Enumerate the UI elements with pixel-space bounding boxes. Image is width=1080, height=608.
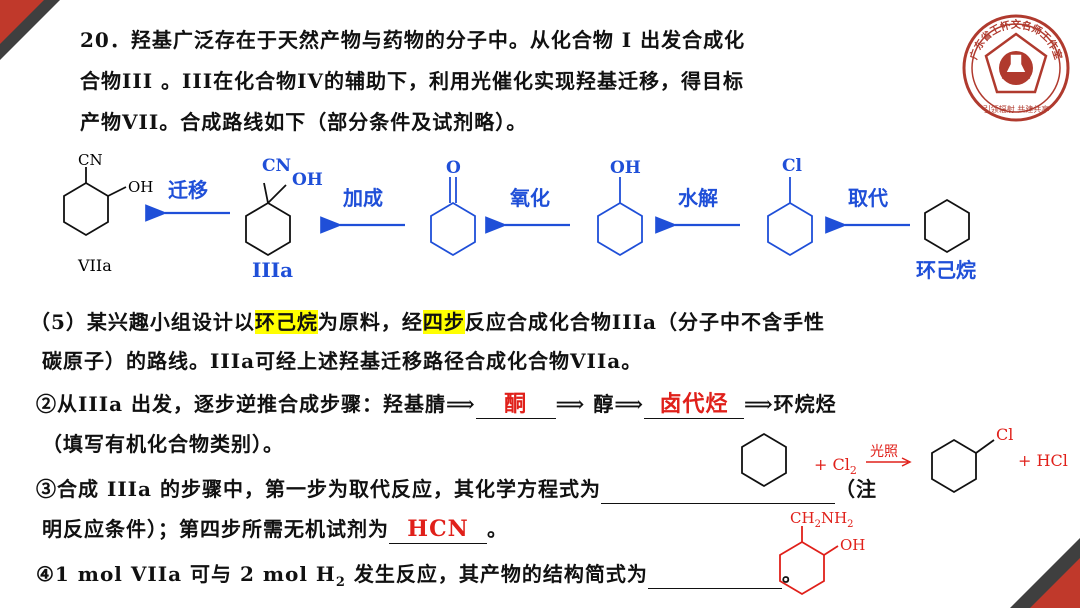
- o-label: O: [446, 158, 461, 178]
- structure-cyclohexane: 环己烷: [916, 198, 976, 282]
- arrow-label-substitution: 取代: [848, 186, 888, 210]
- question-4-line: ④1 mol VIIa 可与 2 mol H2 发生反应，其产物的结构简式为 。: [36, 560, 803, 590]
- corner-accent-bottom-right: [1030, 558, 1080, 608]
- cn-label-iiia: CN: [262, 156, 291, 176]
- answer-blank-haloalkane: 卤代烃: [643, 390, 744, 419]
- oh-label-iiia: OH: [292, 170, 323, 190]
- arrow-label-oxidation: 氧化: [509, 186, 550, 210]
- answer-product-structure: CH2NH2 OH: [779, 509, 865, 596]
- label-viia: VIIa: [77, 256, 112, 275]
- question-line-2: 合物III 。III在化合物IV的辅助下，利用光催化实现羟基迁移，得目标: [80, 69, 744, 93]
- answer-equation: + Cl2 光照 Cl + HCl: [741, 425, 1068, 494]
- structure-iiia: CN OH IIIa: [245, 156, 323, 282]
- product-oh-label: OH: [840, 536, 865, 554]
- arrow-label-hydrolysis: 水解: [678, 186, 718, 210]
- highlight-four-steps: 四步: [422, 310, 465, 334]
- label-cyclohexane: 环己烷: [916, 258, 976, 282]
- studio-logo: 广东省王怀文名师工作室 引领辐射 共建共享: [962, 14, 1070, 122]
- arrow-label-addition: 加成: [342, 186, 383, 210]
- oh-label-viia: OH: [128, 178, 153, 196]
- logo-bottom-text: 引领辐射 共建共享: [983, 104, 1050, 114]
- product-ch2nh2-label: CH2NH2: [790, 509, 854, 530]
- synthesis-scheme: CN OH VIIa 迁移 CN OH IIIa 加成 O 氧化 OH 水解 C…: [63, 151, 976, 282]
- question-2-line: ②从IIIa 出发，逐步逆推合成步骤：羟基腈⟹酮⟹ 醇⟹卤代烃⟹环烷烃: [36, 390, 837, 419]
- structure-viia: CN OH VIIa: [63, 151, 153, 275]
- eq-condition: 光照: [870, 444, 898, 460]
- structure-cyclohexanone: O: [430, 158, 476, 257]
- answer-blank-ketone: 酮: [475, 390, 556, 419]
- cn-label-viia: CN: [78, 151, 103, 169]
- cl-label: Cl: [782, 156, 803, 176]
- answer-blank-hcn: HCN: [389, 515, 487, 544]
- structure-chlorocyclohexane: Cl: [767, 156, 813, 257]
- highlight-cyclohexane: 环己烷: [254, 310, 318, 334]
- arrow-label-migration: 迁移: [168, 178, 208, 202]
- answer-blank-equation: [600, 475, 835, 504]
- corner-accent-top-left: [0, 0, 44, 44]
- eq-hcl: + HCl: [1018, 451, 1068, 470]
- eq-cl-label: Cl: [996, 425, 1013, 444]
- answer-blank-product: [647, 560, 782, 589]
- part5-line-1: （5）某兴趣小组设计以环己烷为原料，经四步反应合成化合物IIIa（分子中不含手性: [30, 310, 825, 334]
- oh-label-alcohol: OH: [610, 158, 641, 178]
- label-iiia: IIIa: [252, 258, 293, 282]
- question-line-1: 20．羟基广泛存在于天然产物与药物的分子中。从化合物 I 出发合成化: [80, 28, 746, 52]
- eq-plus-cl2: + Cl2: [814, 455, 857, 477]
- question-line-3: 产物VII。合成路线如下（部分条件及试剂略）。: [80, 110, 528, 134]
- part5-line-2: 碳原子）的路线。IIIa可经上述羟基迁移路径合成化合物VIIa。: [42, 349, 643, 373]
- question-3-line-1: ③合成 IIIa 的步骤中，第一步为取代反应，其化学方程式为 （注: [36, 475, 877, 504]
- question-number: 20: [80, 28, 110, 52]
- structure-cyclohexanol: OH: [597, 158, 643, 257]
- question-2-hint: （填写有机化合物类别）。: [42, 432, 284, 456]
